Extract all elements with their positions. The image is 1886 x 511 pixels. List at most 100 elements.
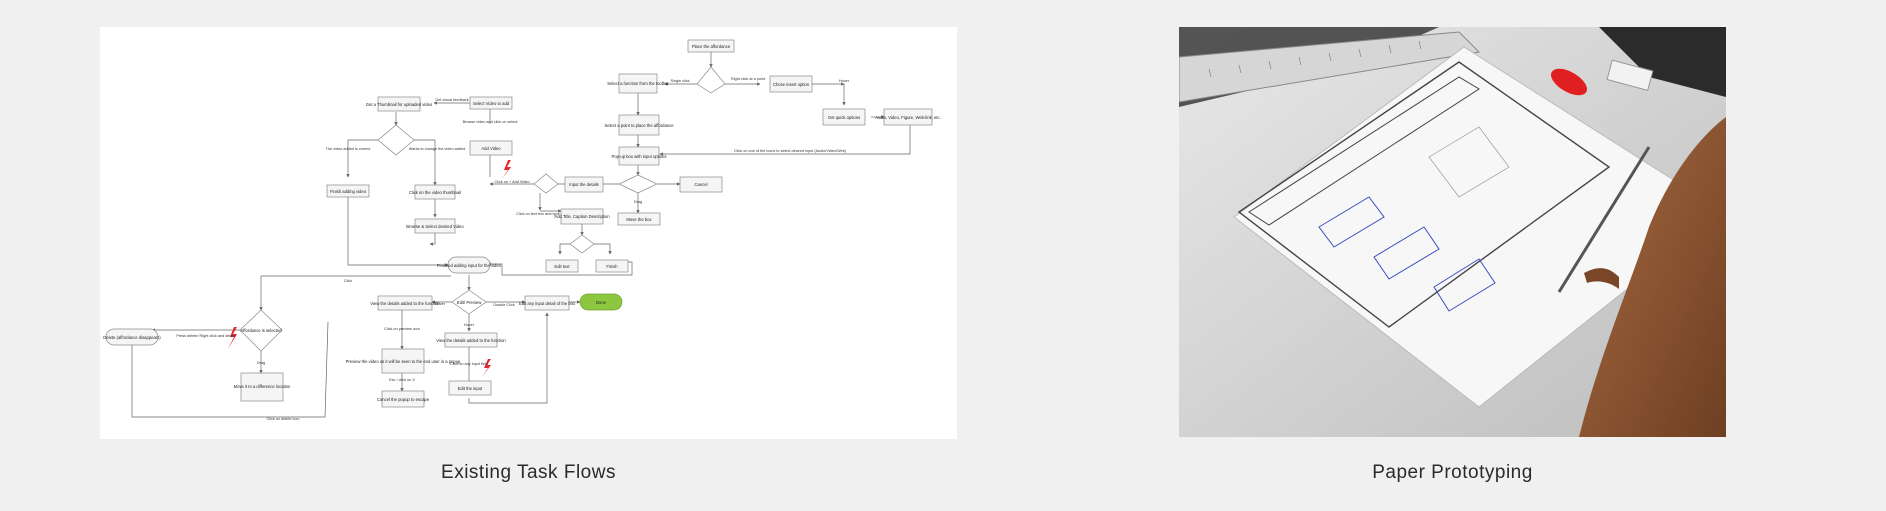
decision-diamond-1: [696, 66, 726, 94]
edge-click-text-box: Click on text box and type: [516, 212, 559, 216]
node-thumbnail: [377, 96, 421, 112]
node-move-location: [240, 372, 284, 402]
sketch-box-2: [1373, 226, 1440, 280]
caption-existing-task-flows: Existing Task Flows: [441, 462, 616, 483]
flow-nodes: [105, 39, 933, 408]
paper-prototype-photo: [1179, 27, 1726, 437]
edge-click-add-video: Click on + Add Video: [494, 180, 529, 184]
edge-single-click: Single click: [671, 79, 690, 83]
label-finish: Finish: [606, 264, 618, 269]
label-place: Place the affordance: [692, 44, 731, 49]
node-choose-insert: [769, 75, 813, 93]
label-select-point: Select a point to place the affordance: [604, 123, 674, 128]
node-add-video: [469, 140, 513, 156]
flow-edges: [130, 52, 911, 418]
hand: [1579, 117, 1726, 437]
label-click-thumbnail: Click on the video thumbnail: [409, 190, 461, 195]
node-select-function: [618, 73, 658, 94]
label-edit-input-detail: Edit any input detail of the box: [519, 301, 576, 306]
label-thumbnail: Get a Thumbnail for uploaded video: [366, 102, 433, 107]
node-input-details: [564, 176, 604, 193]
flow-node-labels: Place the affordance Select a function f…: [103, 44, 940, 402]
edge-right-click: Right click at a point: [731, 77, 766, 81]
pencil: [1557, 146, 1651, 293]
edge-visual-feedback: Get visual feedback: [435, 98, 468, 102]
finger: [1584, 268, 1619, 289]
edge-hover-2: Hover: [435, 302, 446, 306]
node-select-point: [618, 114, 660, 136]
node-finish: [595, 259, 629, 273]
label-preview-video: Preview the video as it will be seen to …: [346, 359, 461, 364]
alert-bolts: [228, 160, 511, 377]
decision-diamond-2: [618, 174, 658, 194]
edge-wants-change: Wants to change the video added: [409, 147, 465, 151]
edge-drag-2: Drag: [257, 361, 265, 365]
node-preview-video: [381, 348, 425, 374]
label-delete: Delete (affordance disappears): [103, 335, 161, 340]
edge-double-click: Double Click: [493, 303, 514, 307]
edge-click: Click: [344, 279, 352, 283]
node-audio-video: [883, 108, 933, 126]
flow-edge-labels: Single click Right click at a point Hove…: [176, 77, 849, 421]
node-edit-text: [545, 259, 579, 273]
edge-drag: Drag: [634, 200, 642, 204]
edge-click-delete: Click on delete icon: [267, 417, 300, 421]
decision-diamond-4: [569, 234, 595, 254]
label-view-details-2: View the details added to the function: [436, 338, 506, 343]
bolt-icon: [228, 327, 237, 349]
label-edit-input: Edit the input: [458, 386, 483, 391]
node-edit-input-detail: [524, 295, 570, 311]
node-click-thumbnail: [414, 184, 456, 200]
sketch-box-1: [1318, 196, 1385, 248]
node-quick-options: [822, 108, 866, 126]
node-cancel: [679, 176, 723, 193]
sketch-content-area: [1428, 126, 1510, 198]
label-edit-text: Edit text: [554, 264, 570, 269]
label-quick-options: Get quick options: [828, 115, 860, 120]
node-move-box: [617, 212, 661, 226]
node-edit-input: [448, 380, 492, 396]
decision-affordance: [239, 309, 283, 352]
task-flow-diagram: Place the affordance Select a function f…: [100, 27, 957, 439]
bolt-icon: [502, 160, 511, 179]
node-place: [687, 39, 735, 53]
edge-video-correct: The video added is correct: [326, 147, 372, 151]
node-browse-select: [414, 218, 456, 234]
label-edit-preview: Edit/ Preview: [457, 300, 482, 305]
sketch-header: [1248, 76, 1480, 226]
label-add-video: Add Video: [481, 146, 501, 151]
label-move-box: Move the box: [626, 217, 652, 222]
decision-diamond-3: [533, 173, 559, 194]
label-finish-adding: Finish adding video: [330, 189, 367, 194]
edge-click-preview: Click on preview icon: [384, 327, 420, 331]
label-add-title: Add Title, Caption Description: [554, 214, 610, 219]
label-cancel: Cancel: [694, 182, 707, 187]
label-cancel-popup: Cancel the popup to escape: [377, 397, 430, 402]
edge-click-icons: Click on one of the icons to select desi…: [734, 149, 847, 153]
flowchart-svg: Place the affordance Select a function f…: [103, 39, 941, 421]
photo-illustration: [1179, 27, 1726, 437]
label-affordance-selected: Affordance is selected: [240, 328, 282, 333]
edge-click-input: Click on any input field: [450, 362, 488, 366]
red-eraser: [1550, 68, 1588, 96]
node-select-video: [469, 96, 513, 110]
node-view-details: [377, 295, 433, 311]
label-audio-video: Audio, Video, Figure, Web-link, etc.: [875, 115, 940, 120]
node-done: [579, 293, 623, 311]
ruler: [1179, 31, 1481, 103]
ruler-ticks: [1208, 40, 1422, 78]
decision-diamond-5: [377, 124, 415, 156]
label-choose-insert: Chose insert option: [773, 82, 810, 87]
node-cancel-popup: [381, 390, 425, 408]
node-finished-adding: [447, 256, 491, 274]
edge-hover: Hover: [839, 79, 850, 83]
node-delete: [105, 328, 159, 346]
pen-case: [1599, 27, 1726, 97]
bolt-icon: [482, 359, 491, 377]
node-add-title: [560, 208, 604, 225]
label-select-function: Select a function from the toolbar: [607, 81, 669, 86]
label-view-details: View the details added to the function: [370, 301, 440, 306]
label-browse-select: Browse & Select desired Video: [406, 224, 464, 229]
edge-esc: Esc / click on X: [389, 378, 415, 382]
node-finish-adding: [326, 184, 370, 198]
